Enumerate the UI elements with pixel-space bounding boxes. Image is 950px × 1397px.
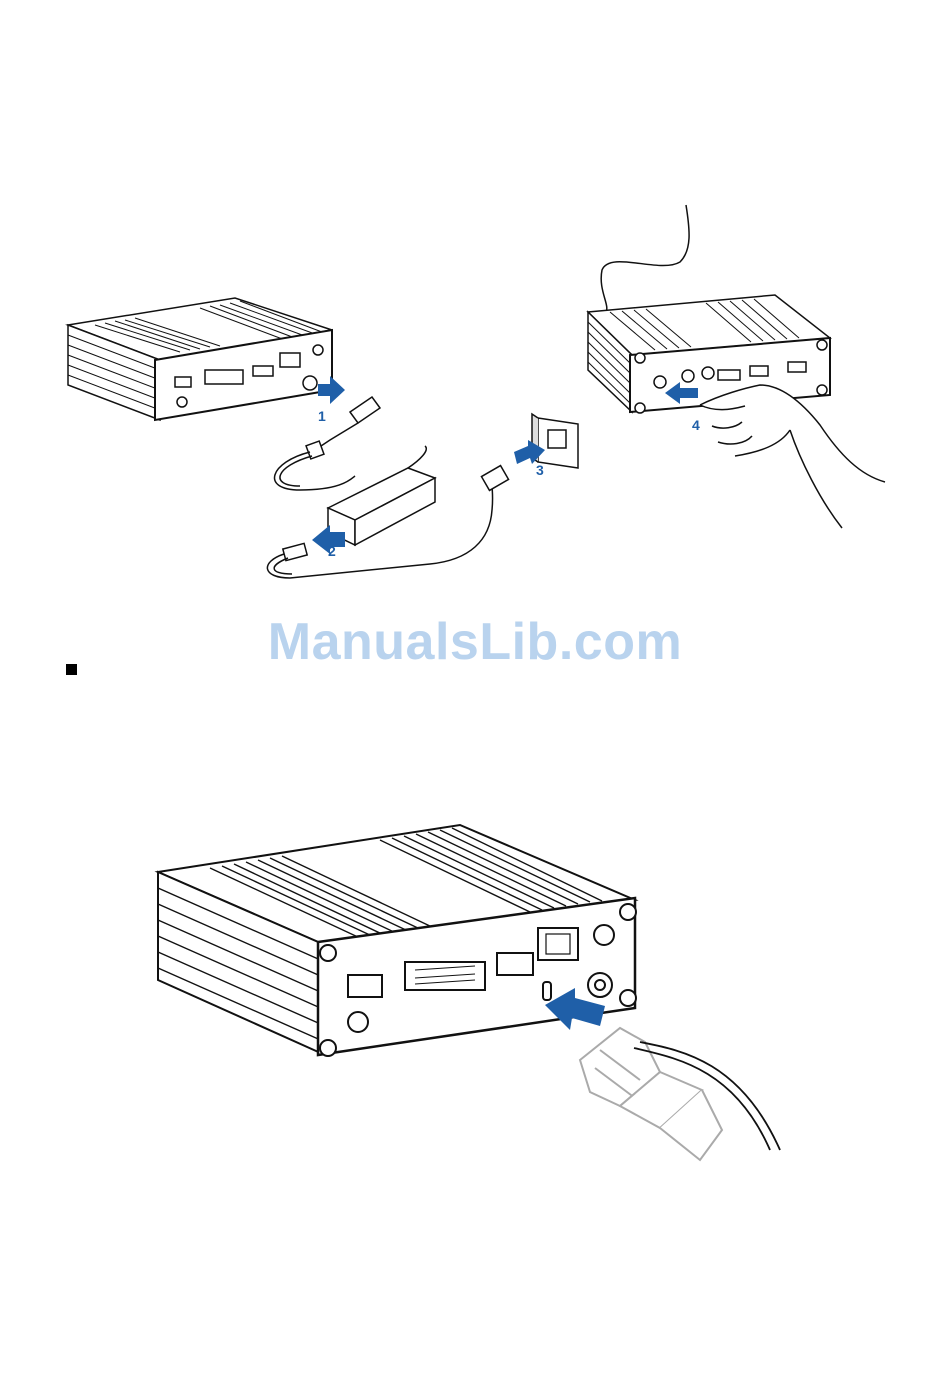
step-1-label: 1: [318, 408, 326, 424]
mini-pc-front-icon: [588, 205, 830, 413]
power-adapter-icon: [328, 446, 435, 545]
kensington-lock-figure: [0, 810, 950, 1190]
power-connection-figure: 1 2 3: [0, 190, 950, 590]
square-bullet-icon: [66, 664, 77, 675]
lock-slot-icon: [543, 982, 551, 1000]
watermark-text: ManualsLib.com: [0, 612, 950, 672]
step-2-label: 2: [328, 543, 336, 559]
step-4-label: 4: [692, 417, 700, 433]
hand-icon: [700, 385, 885, 528]
step-3-label: 3: [536, 462, 544, 478]
wall-outlet-icon: [532, 414, 578, 468]
mini-pc-rear-icon: [68, 298, 332, 420]
dc-plug-icon: [275, 397, 380, 490]
kensington-lock-icon: [580, 1028, 780, 1160]
